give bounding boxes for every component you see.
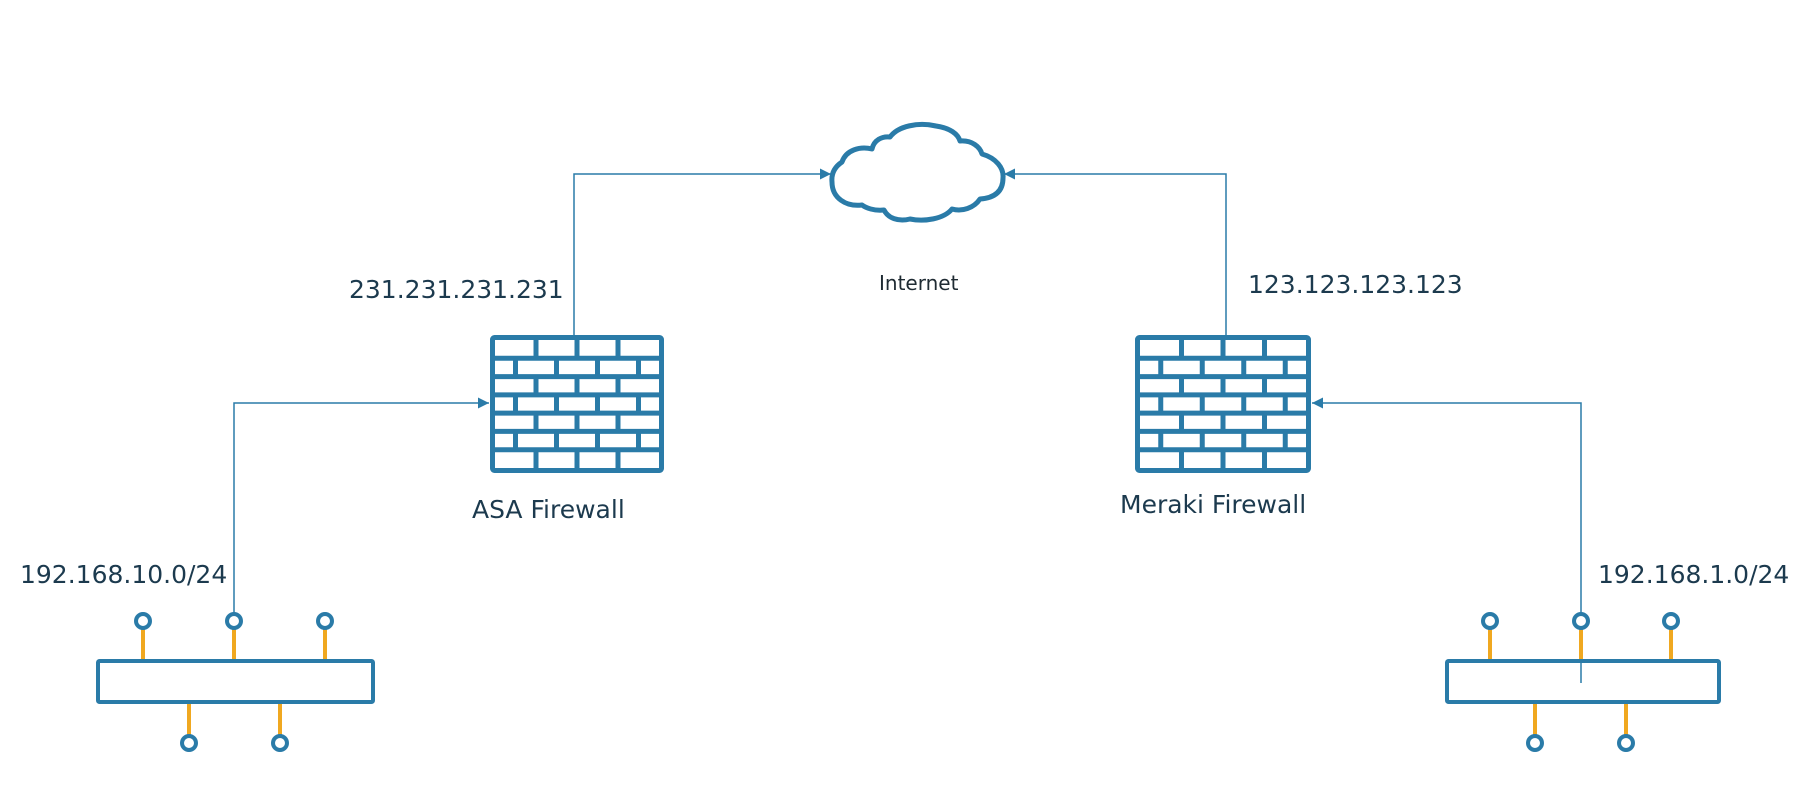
connector-asa-to-internet[interactable] bbox=[573, 168, 831, 335]
meraki-public-ip-label: 123.123.123.123 bbox=[1248, 270, 1463, 299]
left-switch-icon[interactable] bbox=[96, 612, 375, 752]
meraki-firewall-label: Meraki Firewall bbox=[1120, 490, 1307, 519]
cloud-icon[interactable] bbox=[829, 121, 1006, 223]
connector-left-lan-to-asa[interactable] bbox=[233, 397, 489, 614]
port-connector bbox=[316, 612, 334, 630]
port-connector bbox=[1617, 734, 1635, 752]
firewall-frame bbox=[1135, 335, 1311, 473]
firewall-frame bbox=[490, 335, 664, 473]
switch-body bbox=[1445, 659, 1721, 704]
asa-firewall-icon[interactable] bbox=[490, 335, 664, 473]
port-connector bbox=[225, 612, 243, 630]
port-connector bbox=[1526, 734, 1544, 752]
port-connector bbox=[1481, 612, 1499, 630]
right-lan-subnet-label: 192.168.1.0/24 bbox=[1598, 560, 1790, 589]
internet-label: Internet bbox=[879, 271, 959, 295]
port-connector bbox=[271, 734, 289, 752]
port-connector bbox=[1572, 612, 1590, 630]
meraki-firewall-icon[interactable] bbox=[1135, 335, 1311, 473]
right-switch-icon[interactable] bbox=[1445, 612, 1721, 752]
port-connector bbox=[1662, 612, 1680, 630]
connector-meraki-to-internet[interactable] bbox=[1004, 168, 1227, 402]
asa-public-ip-label: 231.231.231.231 bbox=[349, 275, 564, 304]
asa-firewall-label: ASA Firewall bbox=[472, 495, 625, 524]
port-connector bbox=[134, 612, 152, 630]
left-lan-subnet-label: 192.168.10.0/24 bbox=[20, 560, 228, 589]
switch-body bbox=[96, 659, 375, 704]
connector-right-lan-to-meraki[interactable] bbox=[1312, 397, 1582, 683]
port-connector bbox=[180, 734, 198, 752]
